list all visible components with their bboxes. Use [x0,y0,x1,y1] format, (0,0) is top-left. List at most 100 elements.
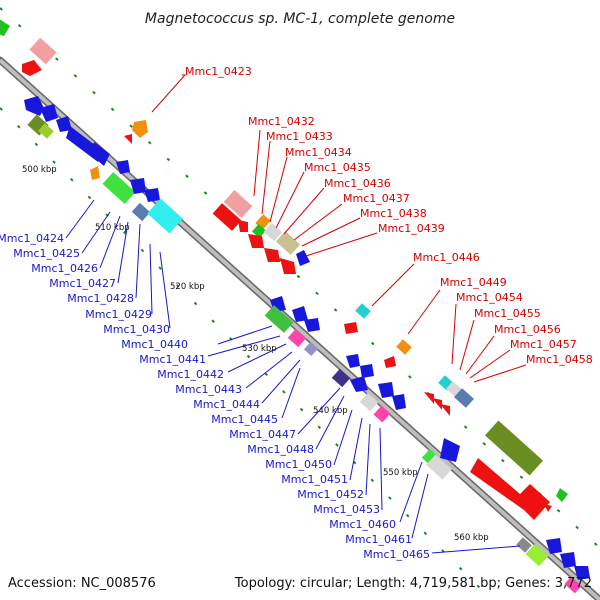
gene-label[interactable]: Mmc1_0427 [49,277,116,290]
gene-feature[interactable] [263,222,283,242]
gene-label[interactable]: Mmc1_0449 [440,276,507,289]
gene-feature[interactable] [56,116,72,132]
gene-feature[interactable] [116,160,130,174]
gene-feature[interactable] [275,231,301,255]
gene-label[interactable]: Mmc1_0442 [157,368,224,381]
gene-feature[interactable] [29,37,57,65]
gene-label[interactable]: Mmc1_0440 [121,338,188,351]
gene-label[interactable]: Mmc1_0450 [265,458,332,471]
gene-label[interactable]: Mmc1_0439 [378,222,445,235]
gene-feature[interactable] [392,394,406,410]
gene-feature[interactable] [124,134,132,144]
gene-feature[interactable] [344,322,358,334]
gene-feature[interactable] [147,198,183,234]
gene-feature[interactable] [544,504,552,512]
gene-label[interactable]: Mmc1_0443 [175,383,242,396]
gene-label[interactable]: Mmc1_0457 [510,338,577,351]
gene-feature[interactable] [303,341,319,357]
gene-feature[interactable] [144,188,160,202]
gene-feature[interactable] [296,250,310,266]
gene-feature[interactable] [564,576,582,594]
gene-label[interactable]: Mmc1_0451 [281,473,348,486]
gene-feature[interactable] [454,388,474,408]
gene-label[interactable]: Mmc1_0465 [363,548,430,561]
gene-label[interactable]: Mmc1_0435 [304,161,371,174]
gene-feature[interactable] [396,339,412,355]
gene-feature[interactable] [264,248,280,262]
gene-label[interactable]: Mmc1_0429 [85,308,152,321]
gene-label[interactable]: Mmc1_0455 [474,307,541,320]
gene-label[interactable]: Mmc1_0461 [345,533,412,546]
gene-label[interactable]: Mmc1_0445 [211,413,278,426]
gene-feature[interactable] [355,303,371,319]
gene-feature[interactable] [516,537,532,553]
gene-label[interactable]: Mmc1_0446 [413,251,480,264]
gene-feature[interactable] [223,190,253,218]
gene-label[interactable]: Mmc1_0448 [247,443,314,456]
gene-feature[interactable] [238,220,248,232]
gene-feature[interactable] [251,223,267,239]
gene-feature[interactable] [40,104,58,122]
gene-feature[interactable] [102,172,136,204]
gene-label[interactable]: Mmc1_0430 [103,323,170,336]
gene-feature[interactable] [304,318,320,332]
gene-feature[interactable] [485,420,543,476]
gene-feature[interactable] [556,488,568,502]
gene-label[interactable]: Mmc1_0436 [324,177,391,190]
gene-label[interactable]: Mmc1_0458 [526,353,593,366]
gene-feature[interactable] [546,538,562,554]
forward-labels: Mmc1_0423 Mmc1_0432 Mmc1_0433 Mmc1_0434 … [185,65,593,366]
gene-label[interactable]: Mmc1_0424 [0,232,64,245]
gene-feature[interactable] [131,202,151,222]
gene-feature[interactable] [248,234,264,248]
gene-feature[interactable] [90,166,100,180]
gene-feature[interactable] [90,142,110,166]
gene-feature[interactable] [384,356,396,368]
gene-label[interactable]: Mmc1_0426 [31,262,98,275]
gene-label[interactable]: Mmc1_0456 [494,323,561,336]
gene-label[interactable]: Mmc1_0438 [360,207,427,220]
gene-label[interactable]: Mmc1_0444 [193,398,260,411]
gene-feature[interactable] [525,543,549,567]
gene-feature[interactable] [560,552,576,568]
gene-feature[interactable] [287,328,307,348]
gene-label[interactable]: Mmc1_0433 [266,130,333,143]
gene-feature[interactable] [212,203,242,231]
gene-feature[interactable] [331,368,351,388]
gene-label[interactable]: Mmc1_0441 [139,353,206,366]
gene-feature[interactable] [359,392,379,412]
tick-track-inner [0,107,493,600]
gene-label[interactable]: Mmc1_0437 [343,192,410,205]
gene-feature[interactable] [292,306,308,322]
gene-label[interactable]: Mmc1_0447 [229,428,296,441]
gene-feature[interactable] [0,18,10,36]
gene-feature[interactable] [424,392,434,404]
gene-feature[interactable] [346,354,360,368]
gene-feature[interactable] [574,566,590,580]
gene-feature[interactable] [470,458,550,520]
gene-feature[interactable] [38,123,54,139]
gene-feature[interactable] [440,438,460,462]
gene-label[interactable]: Mmc1_0452 [297,488,364,501]
gene-feature[interactable] [22,60,42,76]
gene-label[interactable]: Mmc1_0423 [185,65,252,78]
gene-feature[interactable] [432,398,442,410]
gene-feature[interactable] [264,305,294,333]
gene-feature[interactable] [350,376,368,392]
gene-label[interactable]: Mmc1_0434 [285,146,352,159]
gene-feature[interactable] [440,404,450,416]
gene-label[interactable]: Mmc1_0454 [456,291,523,304]
gene-label[interactable]: Mmc1_0453 [313,503,380,516]
gene-feature[interactable] [378,382,394,398]
gene-feature[interactable] [373,405,391,423]
gene-feature[interactable] [24,96,44,116]
gene-label[interactable]: Mmc1_0425 [13,247,80,260]
gene-label[interactable]: Mmc1_0432 [248,115,315,128]
gene-feature[interactable] [280,258,296,274]
gene-feature[interactable] [426,454,452,480]
gene-feature[interactable] [360,364,374,378]
gene-feature[interactable] [130,178,146,194]
gene-label[interactable]: Mmc1_0428 [67,292,134,305]
gene-label[interactable]: Mmc1_0460 [329,518,396,531]
gene-feature[interactable] [132,120,148,138]
